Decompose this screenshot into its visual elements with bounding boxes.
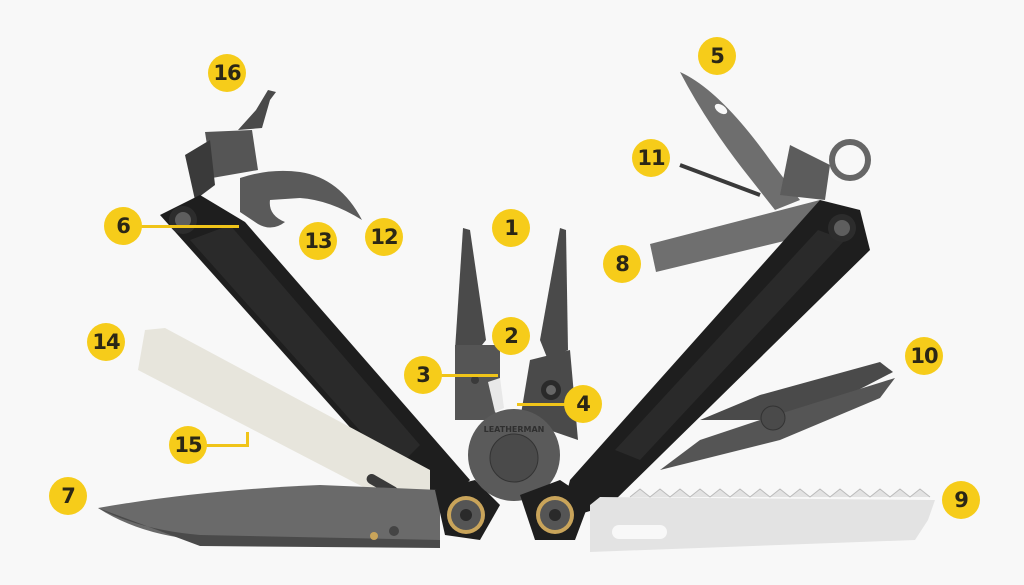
right-pivot (520, 480, 590, 540)
callout-number: 7 (61, 484, 76, 508)
main-blade-part (98, 485, 440, 548)
callout-number: 13 (304, 229, 332, 253)
small-blade-part (680, 72, 800, 210)
callout-13[interactable]: 13 (299, 222, 337, 260)
brand-stamp: LEATHERMAN (484, 425, 545, 434)
callout-11[interactable]: 11 (632, 139, 670, 177)
callout-12[interactable]: 12 (365, 218, 403, 256)
callout-7[interactable]: 7 (49, 477, 87, 515)
callout-number: 3 (416, 363, 431, 387)
callout-number: 16 (213, 61, 241, 85)
callout-number: 10 (910, 344, 938, 368)
scissors-part (660, 362, 895, 470)
callout-2[interactable]: 2 (492, 317, 530, 355)
right-handle (560, 200, 870, 520)
awl-part (679, 163, 761, 197)
leader-line-15-h (206, 444, 248, 447)
callout-10[interactable]: 10 (905, 337, 943, 375)
pliers-head: LEATHERMAN (455, 228, 578, 501)
leader-line-4 (517, 403, 567, 406)
left-pivot (435, 480, 500, 540)
callout-8[interactable]: 8 (603, 245, 641, 283)
flat-blade-part (650, 200, 830, 272)
callout-number: 14 (92, 330, 120, 354)
callout-3[interactable]: 3 (404, 356, 442, 394)
leader-line-6 (141, 225, 239, 228)
callout-number: 12 (370, 225, 398, 249)
carabiner-ring (780, 139, 871, 200)
callout-number: 1 (504, 216, 519, 240)
callout-5[interactable]: 5 (698, 37, 736, 75)
callout-number: 6 (116, 214, 131, 238)
callout-number: 5 (710, 44, 725, 68)
callout-14[interactable]: 14 (87, 323, 125, 361)
hook-cutter-part (240, 170, 362, 228)
callout-number: 9 (954, 488, 969, 512)
callout-15[interactable]: 15 (169, 426, 207, 464)
callout-6[interactable]: 6 (104, 207, 142, 245)
leader-line-15-v (246, 432, 249, 447)
leader-line-3 (441, 374, 498, 377)
callout-number: 2 (504, 324, 519, 348)
callout-number: 8 (615, 252, 630, 276)
callout-number: 11 (637, 146, 665, 170)
callout-9[interactable]: 9 (942, 481, 980, 519)
callout-number: 4 (576, 392, 591, 416)
callout-number: 15 (174, 433, 202, 457)
saw-part (590, 488, 935, 552)
bit-driver-part (185, 90, 276, 200)
callout-4[interactable]: 4 (564, 385, 602, 423)
callout-16[interactable]: 16 (208, 54, 246, 92)
callout-1[interactable]: 1 (492, 209, 530, 247)
